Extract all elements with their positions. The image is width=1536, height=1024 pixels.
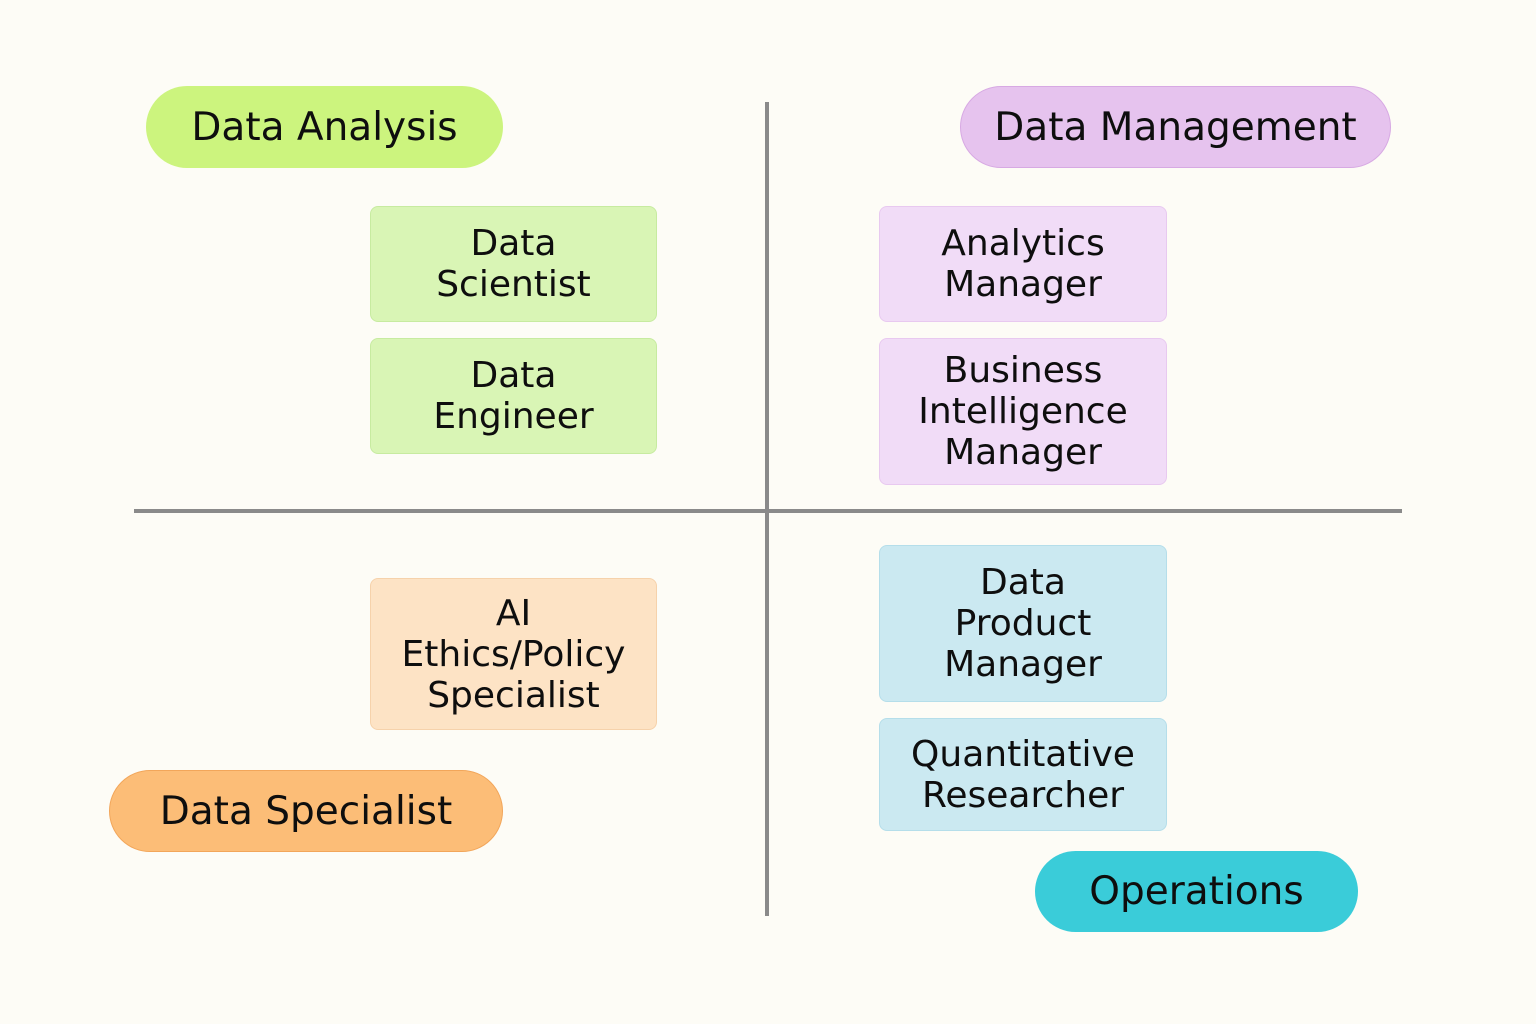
role-card-line: Data [470,355,557,396]
category-data-analysis: Data Analysis [146,86,503,168]
category-data-specialist: Data Specialist [109,770,503,852]
role-card-line: Business [943,350,1103,391]
role-card-label: Quantitative Researcher [911,734,1135,816]
role-card-data-product-manager: Data Product Manager [879,545,1167,702]
role-card-line: Manager [944,644,1102,685]
role-card-line: Manager [944,264,1102,305]
category-data-specialist-label: Data Specialist [159,788,453,834]
horizontal-axis-line [134,509,1402,513]
role-card-line: Data [470,223,557,264]
role-card-line: Ethics/Policy [401,633,626,675]
role-card-business-intelligence-manager: Business Intelligence Manager [879,338,1167,485]
role-card-line: Quantitative [911,733,1135,775]
role-card-quantitative-researcher: Quantitative Researcher [879,718,1167,831]
category-operations: Operations [1035,851,1358,932]
role-card-line: Manager [944,432,1102,473]
role-card-data-engineer: Data Engineer [370,338,657,454]
role-card-analytics-manager: Analytics Manager [879,206,1167,322]
role-card-label: Analytics Manager [941,223,1104,305]
role-card-label: Data Scientist [436,223,591,305]
role-card-line: Engineer [433,396,594,437]
role-card-line: Scientist [436,264,591,305]
category-data-analysis-label: Data Analysis [191,104,458,150]
role-card-label: Data Product Manager [944,562,1102,685]
role-card-label: Business Intelligence Manager [918,350,1127,473]
category-operations-label: Operations [1089,869,1304,914]
role-card-line: AI [495,592,532,634]
category-data-management: Data Management [960,86,1391,168]
role-card-line: Data [980,562,1066,603]
role-card-line: Product [954,603,1092,644]
role-card-line: Researcher [921,774,1125,816]
role-card-data-scientist: Data Scientist [370,206,657,322]
role-card-line: Analytics [941,223,1105,264]
role-card-ai-ethics-policy-specialist: AI Ethics/Policy Specialist [370,578,657,730]
category-data-management-label: Data Management [994,104,1357,150]
role-card-line: Intelligence [918,391,1128,432]
role-card-label: Data Engineer [433,355,593,437]
role-card-label: AI Ethics/Policy Specialist [402,593,626,716]
role-card-line: Specialist [427,674,600,716]
